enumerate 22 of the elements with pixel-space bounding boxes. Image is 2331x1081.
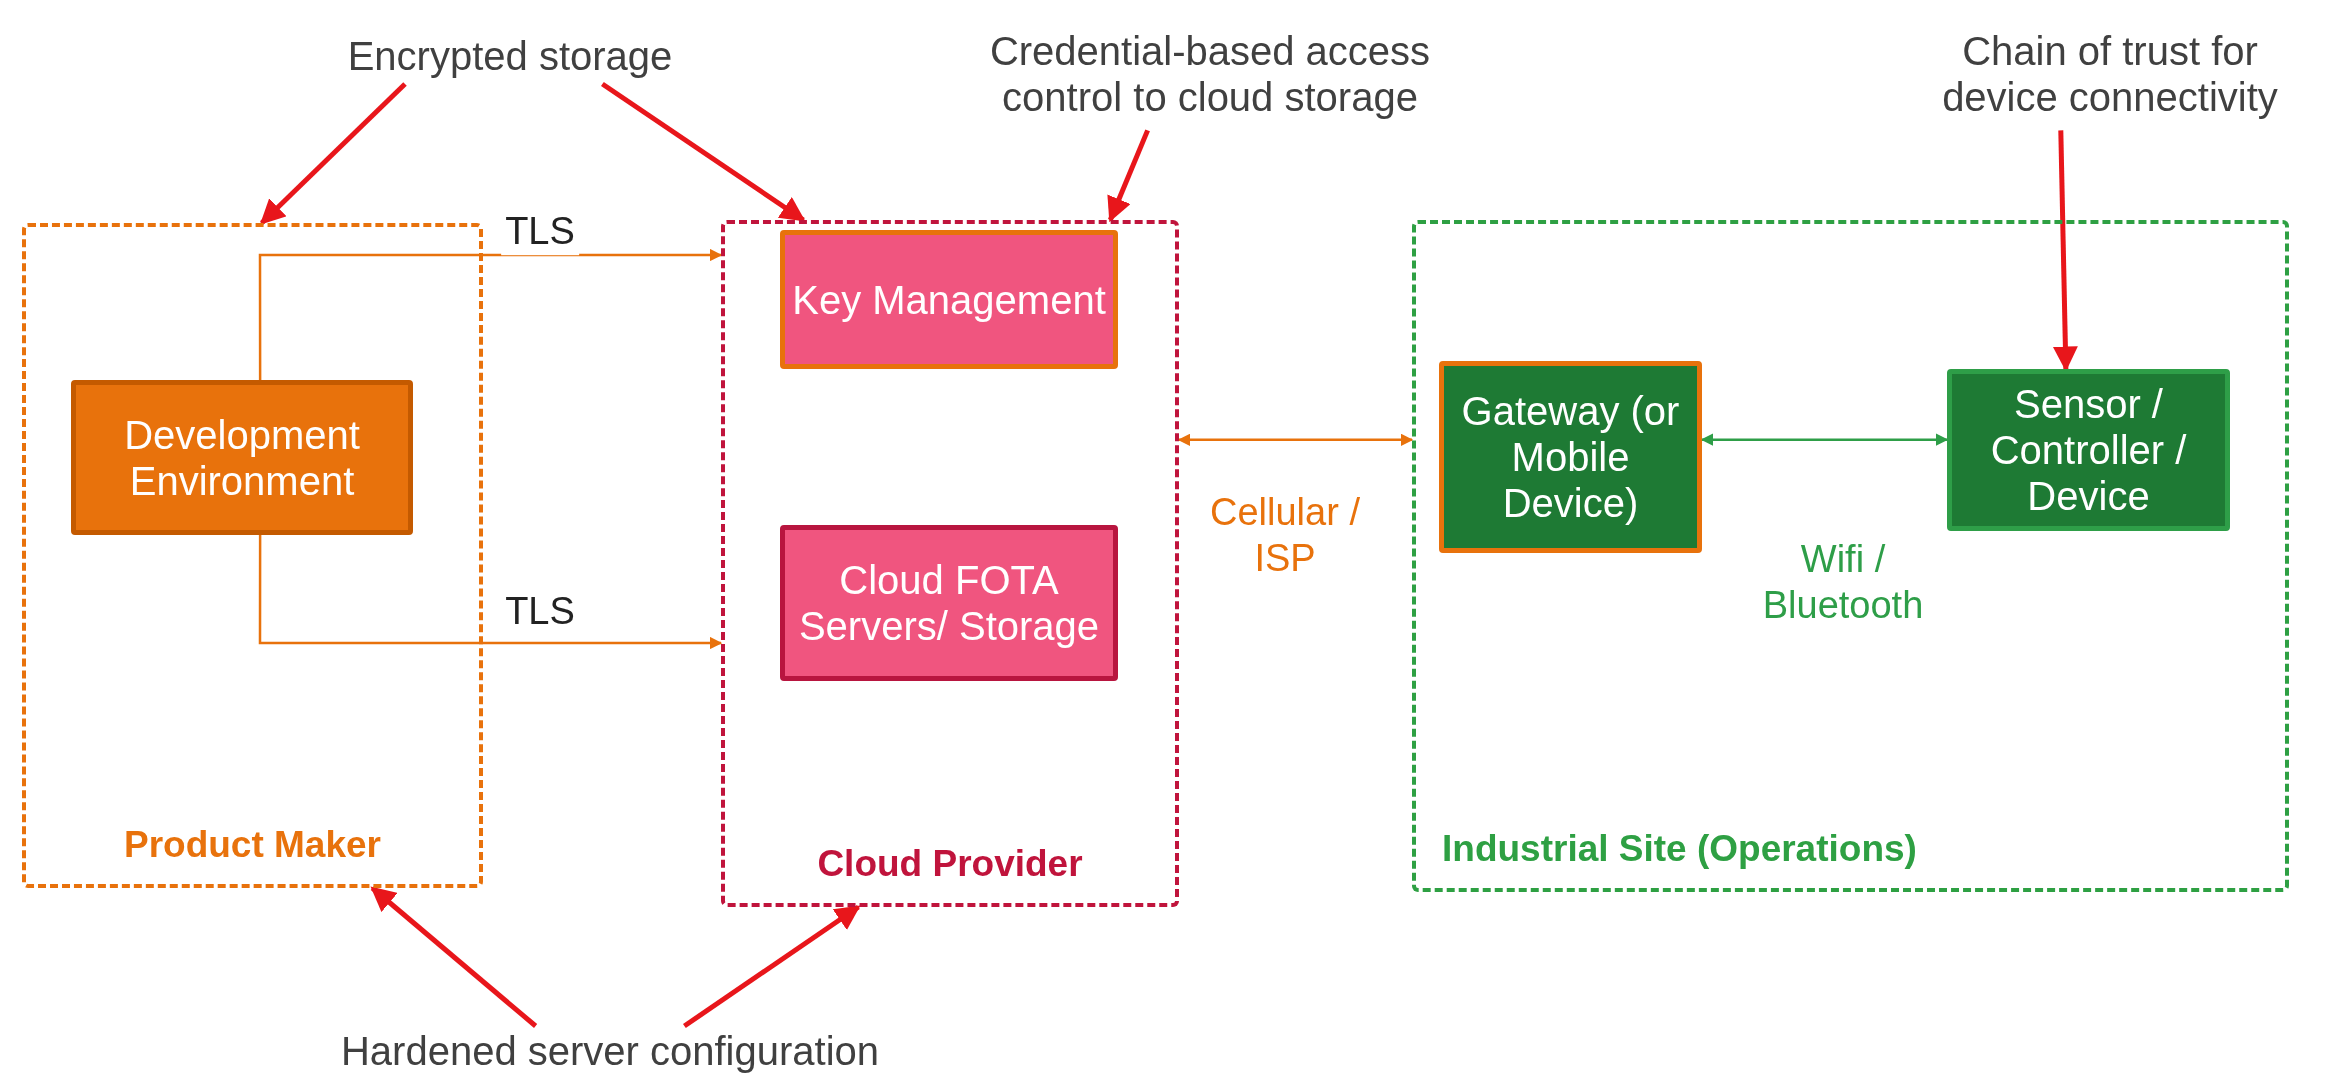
- dashed-region: [721, 220, 1179, 907]
- arrow: [258, 535, 723, 650]
- leader-line: [1107, 129, 1150, 223]
- arrow: [1177, 433, 1414, 447]
- region-title: Product Maker: [123, 824, 382, 866]
- process-box: Gateway (or Mobile Device): [1439, 361, 1702, 553]
- process-box: Cloud FOTA Servers/ Storage: [780, 525, 1118, 681]
- annotation-text: Encrypted storage: [300, 28, 720, 84]
- leader-line: [601, 81, 806, 223]
- annotation-text: Credential-based access control to cloud storage: [950, 14, 1470, 134]
- arrow: [1700, 433, 1949, 446]
- leader-line: [259, 82, 407, 225]
- process-box: Sensor / Controller / Device: [1947, 369, 2230, 531]
- process-box: Development Environment: [71, 380, 413, 535]
- leader-line: [683, 904, 861, 1029]
- region-title: Industrial Site (Operations): [1442, 828, 1917, 870]
- dashed-region: [22, 223, 483, 888]
- leader-line: [370, 886, 538, 1028]
- region-title: Cloud Provider: [816, 843, 1084, 885]
- process-box: Key Management: [780, 230, 1118, 369]
- annotation-text: Hardened server configuration: [300, 1026, 920, 1076]
- annotation-text: Chain of trust for device connectivity: [1905, 14, 2315, 134]
